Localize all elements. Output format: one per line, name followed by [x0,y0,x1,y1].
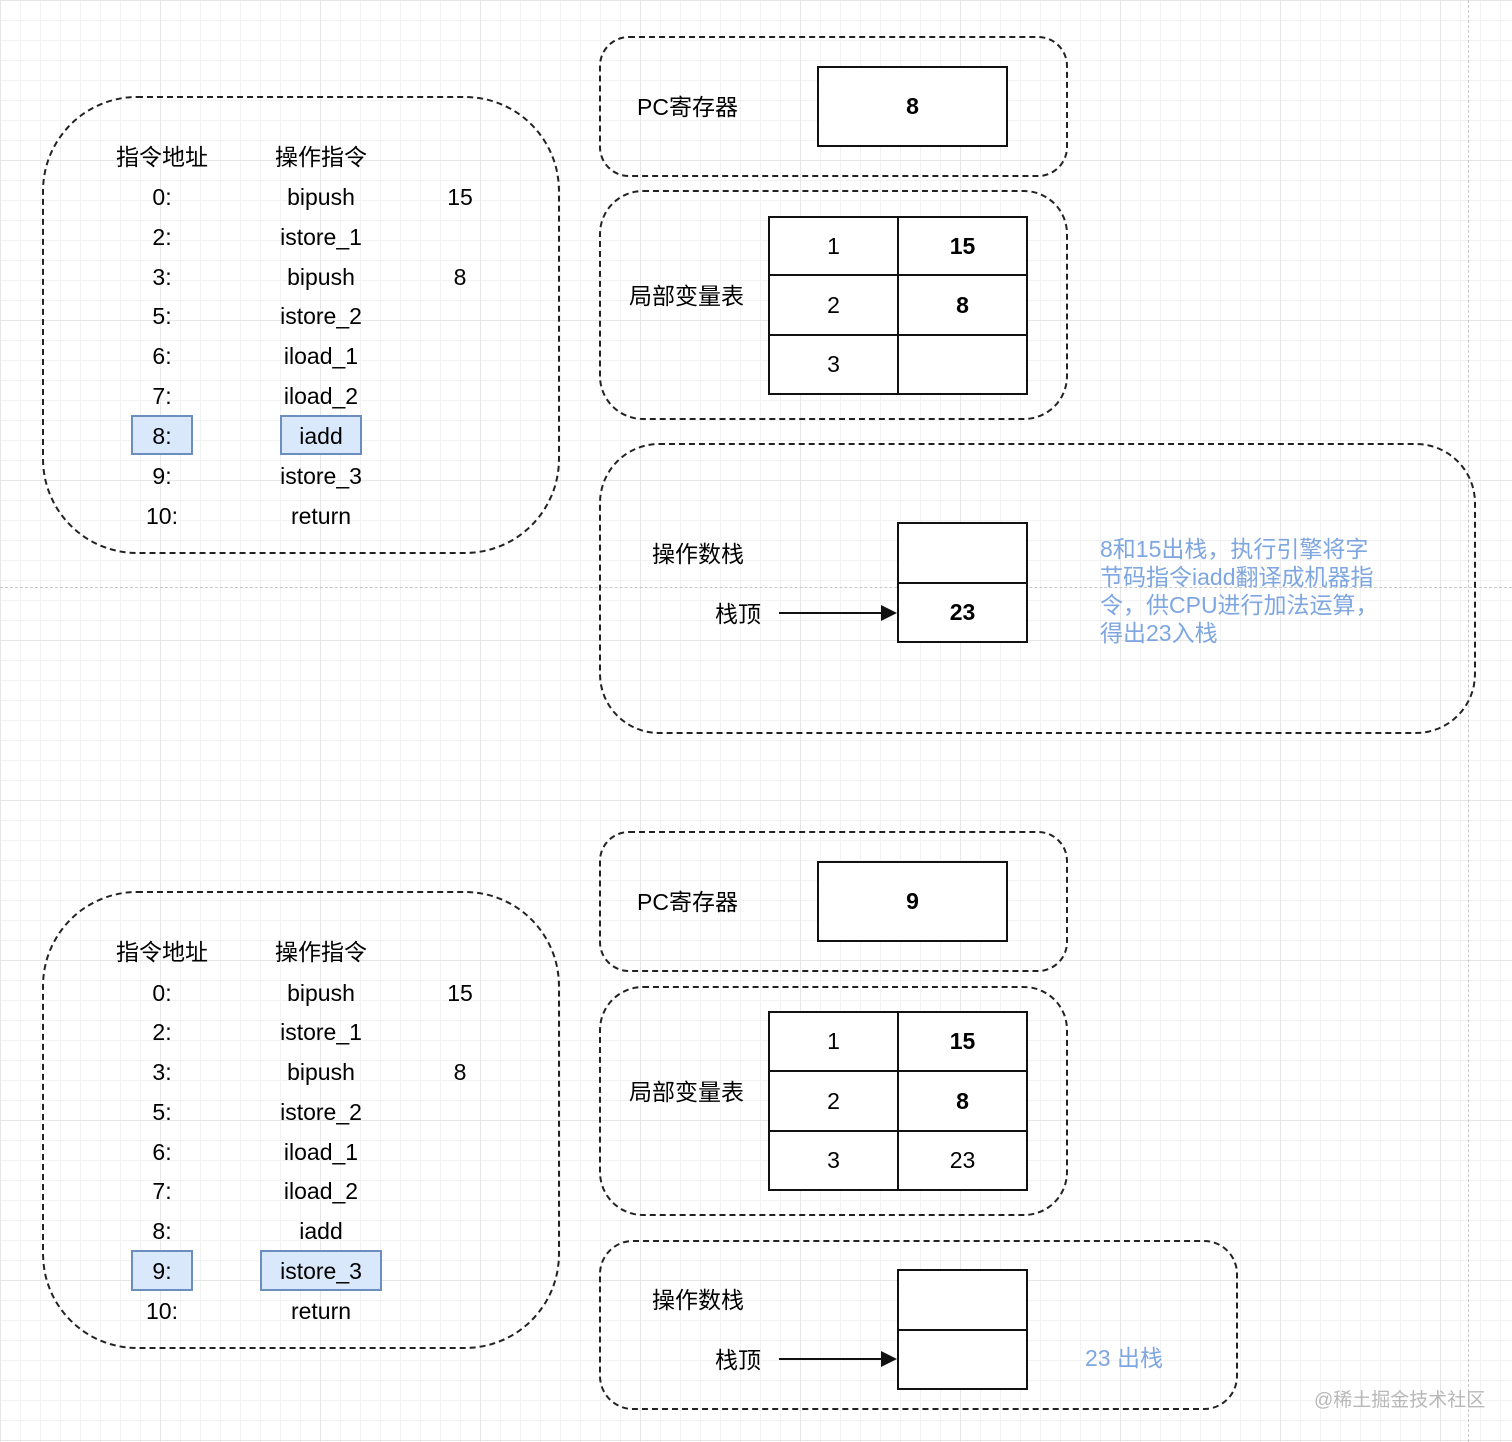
pc-register-label: PC寄存器 [637,94,738,120]
instr-op: bipush [287,264,355,290]
highlight-op [280,415,362,455]
stack-top-label: 栈顶 [715,1347,761,1373]
instr-arg: 15 [447,980,473,1006]
annotation-note: 8和15出栈，执行引擎将字 节码指令iadd翻译成机器指 令，供CPU进行加法运… [1100,535,1379,647]
instr-op: bipush [287,1059,355,1085]
local-value-cell: 8 [897,1070,1028,1132]
stack-cell [897,1269,1028,1331]
instr-op: iadd [299,423,343,449]
local-index-cell: 2 [768,274,899,336]
instr-op: iload_2 [283,383,359,409]
annotation-note: 23 出栈 [1085,1344,1163,1372]
instr-op: iadd [299,1218,343,1244]
note-line: 节码指令iadd翻译成机器指 [1100,564,1374,590]
instr-addr: 0: [152,184,172,210]
note-line: 23 出栈 [1085,1345,1163,1371]
instr-op: istore_3 [280,1258,362,1284]
instr-addr: 3: [152,264,172,290]
operand-stack-label: 操作数栈 [652,541,744,567]
instr-addr: 0: [152,980,172,1006]
instr-op: istore_3 [280,463,362,489]
stack-top-arrow [779,1358,881,1360]
instruction-header-addr: 指令地址 [116,144,208,170]
instr-addr: 3: [152,1059,172,1085]
pc-register-label: PC寄存器 [637,889,738,915]
local-value-cell: 23 [897,1130,1028,1191]
highlight-addr [131,1250,193,1291]
pc-register-box [599,831,1068,972]
instr-op: return [290,503,352,529]
instr-addr: 6: [152,343,172,369]
arrow-head-icon [881,605,897,621]
stack-top-arrow [779,612,881,614]
stack-cell-top [897,1329,1028,1390]
instr-arg: 15 [447,184,473,210]
local-index-cell: 2 [768,1070,899,1132]
highlight-addr [131,415,193,455]
instr-addr: 7: [152,1178,172,1204]
instr-op: iload_1 [283,1139,359,1165]
local-variable-table-box [599,986,1068,1216]
local-index-cell: 3 [768,1130,899,1191]
operand-stack-box [599,443,1476,734]
local-index-cell: 1 [768,1011,899,1072]
instr-addr: 8: [152,1218,172,1244]
arrow-head-icon [881,1351,897,1367]
instr-addr: 10: [146,1298,178,1324]
instruction-header-op: 操作指令 [275,144,367,170]
pc-register-value: 9 [817,861,1008,942]
instruction-header-op: 操作指令 [275,939,367,965]
instr-op: istore_1 [280,1019,362,1045]
operand-stack-label: 操作数栈 [652,1287,744,1313]
instr-op: istore_1 [280,224,362,250]
instruction-box [42,96,560,554]
local-value-cell: 15 [897,216,1028,276]
instr-op: istore_2 [280,1099,362,1125]
instruction-header-addr: 指令地址 [116,939,208,965]
instr-op: return [290,1298,352,1324]
note-line: 令，供CPU进行加法运算， [1100,592,1379,618]
note-line: 得出23入栈 [1100,620,1218,646]
instr-addr: 9: [152,463,172,489]
note-line: 8和15出栈，执行引擎将字 [1100,536,1369,562]
instr-addr: 2: [152,1019,172,1045]
instr-op: iload_1 [283,343,359,369]
instr-arg: 8 [453,1059,467,1085]
instr-addr: 7: [152,383,172,409]
local-variable-table-box [599,190,1068,420]
instr-op: istore_2 [280,303,362,329]
watermark: @稀土掘金技术社区 [1314,1390,1486,1411]
local-variable-table-label: 局部变量表 [629,283,744,309]
stack-cell-top: 23 [897,582,1028,643]
instr-addr: 2: [152,224,172,250]
instr-op: bipush [287,980,355,1006]
pc-register-box [599,36,1068,177]
local-value-cell: 8 [897,274,1028,336]
instr-addr: 9: [152,1258,172,1284]
local-value-cell [897,334,1028,395]
guide-line-vertical [1468,0,1469,1442]
instr-op: bipush [287,184,355,210]
instr-addr: 5: [152,1099,172,1125]
instr-addr: 5: [152,303,172,329]
instr-addr: 8: [152,423,172,449]
local-index-cell: 1 [768,216,899,276]
instr-arg: 8 [453,264,467,290]
instruction-box [42,891,560,1349]
guide-line-horizontal [0,587,1512,588]
operand-stack-box [599,1240,1238,1410]
instr-op: iload_2 [283,1178,359,1204]
local-index-cell: 3 [768,334,899,395]
instr-addr: 10: [146,503,178,529]
stack-top-label: 栈顶 [715,601,761,627]
pc-register-value: 8 [817,66,1008,147]
highlight-op [260,1250,382,1291]
instr-addr: 6: [152,1139,172,1165]
stack-cell [897,522,1028,584]
local-value-cell: 15 [897,1011,1028,1072]
local-variable-table-label: 局部变量表 [629,1079,744,1105]
